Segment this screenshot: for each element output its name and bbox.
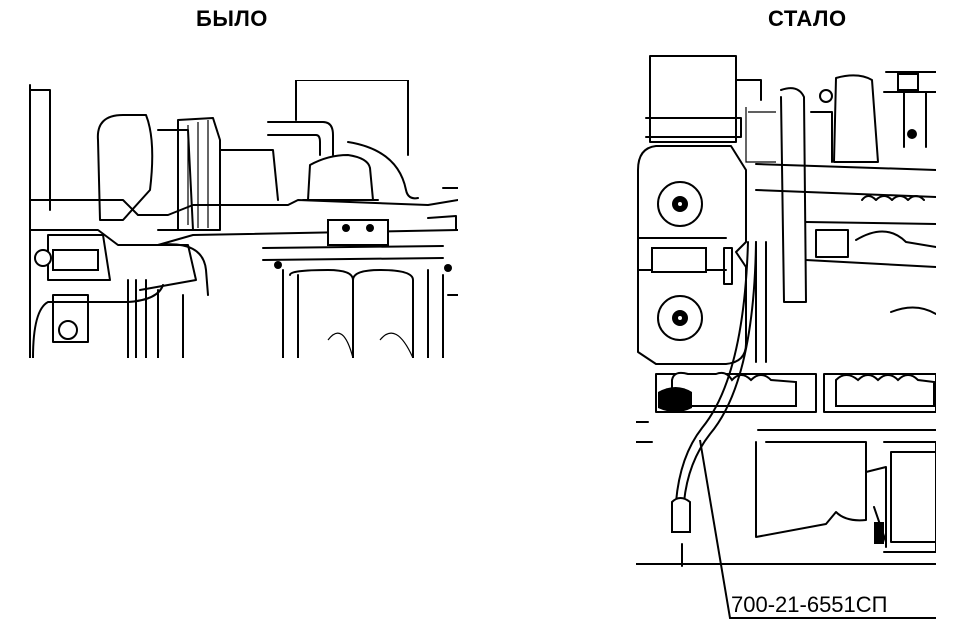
part-number-label: 700-21-6551СП — [731, 592, 888, 617]
before-engine-drawing — [29, 80, 458, 358]
after-engine-linework — [636, 55, 936, 567]
after-engine-drawing — [636, 55, 936, 567]
before-heading: БЫЛО — [196, 6, 268, 31]
before-engine-linework — [29, 80, 458, 358]
after-heading: СТАЛО — [768, 6, 847, 31]
